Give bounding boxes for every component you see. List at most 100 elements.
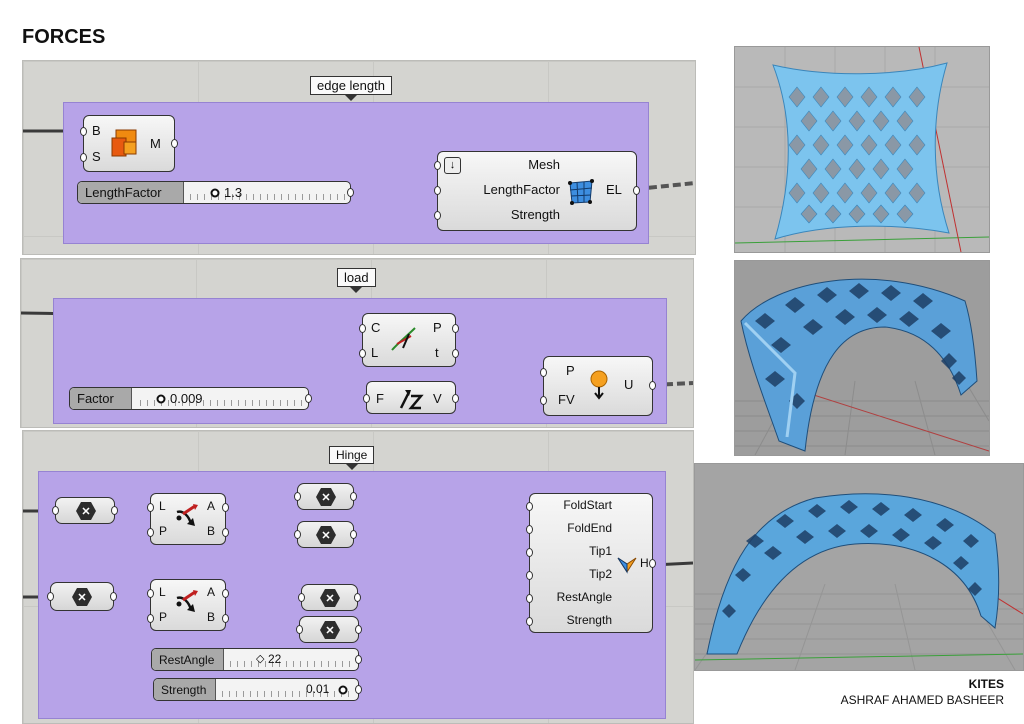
factor-slider[interactable]: Factor 0.009 <box>69 387 312 410</box>
unit-z-icon <box>399 390 424 410</box>
param-fold-start[interactable]: ✕ <box>294 483 357 510</box>
input-label-p: P <box>566 363 575 378</box>
shift-list-component-2[interactable]: L P A B <box>147 579 229 631</box>
output-port-m[interactable] <box>171 139 178 148</box>
input-label-strength: Strength <box>566 613 612 627</box>
group-label-hinge: Hinge <box>329 446 375 470</box>
canvas-hinge[interactable]: Hinge ✕ L P A B ✕ ✕ ✕ <box>22 430 694 724</box>
input-port[interactable] <box>47 592 54 601</box>
curve-point-icon <box>391 327 416 351</box>
output-port-a[interactable] <box>222 589 229 598</box>
output-label-a: A <box>207 499 216 513</box>
input-port[interactable] <box>298 593 305 602</box>
input-port[interactable] <box>294 492 301 501</box>
unit-z-component[interactable]: F V <box>363 381 459 414</box>
slider-grip-icon[interactable] <box>210 188 220 198</box>
param-geometry-1[interactable]: ✕ <box>52 497 118 524</box>
output-port-h[interactable] <box>649 559 656 568</box>
slider-track[interactable] <box>230 653 352 667</box>
input-label-l: L <box>371 345 379 360</box>
slider-value: 0.009 <box>170 391 203 406</box>
slider-track[interactable] <box>140 392 302 406</box>
rest-angle-slider[interactable]: RestAngle ◇ 22 <box>151 648 362 671</box>
input-port-fold-start[interactable] <box>526 502 533 511</box>
param-fold-end[interactable]: ✕ <box>294 521 357 548</box>
input-port-strength[interactable] <box>434 211 441 220</box>
param-tip-1[interactable]: ✕ <box>298 584 361 611</box>
input-port-b[interactable] <box>80 127 87 136</box>
input-port-l[interactable] <box>147 503 154 512</box>
output-port-a[interactable] <box>222 503 229 512</box>
output-port-b[interactable] <box>222 614 229 623</box>
author-name: ASHRAF AHAMED BASHEER <box>840 693 1004 707</box>
slider-label-strength: Strength <box>154 679 216 700</box>
group-label-load: load <box>337 268 376 293</box>
slider-track[interactable] <box>222 683 352 697</box>
slider-grip-icon[interactable] <box>156 394 166 404</box>
input-port-p[interactable] <box>147 614 154 623</box>
output-port-el[interactable] <box>633 186 640 195</box>
input-port-s[interactable] <box>80 153 87 162</box>
input-port[interactable] <box>296 625 303 634</box>
output-port[interactable] <box>355 625 362 634</box>
output-port-u[interactable] <box>649 381 656 390</box>
slider-output-port[interactable] <box>355 655 362 664</box>
diamond-grip-icon[interactable]: ◇ <box>256 653 265 665</box>
input-port-rest-angle[interactable] <box>526 594 533 603</box>
strength-slider[interactable]: Strength 0.01 <box>153 678 362 701</box>
canvas-load[interactable]: load C L P t Factor 0.009 F V <box>20 258 694 428</box>
input-port-mesh[interactable] <box>434 161 441 170</box>
input-label-mesh: Mesh <box>528 157 560 172</box>
input-port-l[interactable] <box>359 349 366 358</box>
input-label-strength: Strength <box>510 207 560 222</box>
output-port[interactable] <box>110 592 117 601</box>
slider-grip-icon[interactable] <box>338 685 348 695</box>
input-port-p[interactable] <box>540 368 547 377</box>
output-port-b[interactable] <box>222 528 229 537</box>
input-port-length-factor[interactable] <box>434 186 441 195</box>
output-port[interactable] <box>350 492 357 501</box>
input-port-strength[interactable] <box>526 617 533 626</box>
close-hex-icon: ✕ <box>316 488 336 506</box>
input-label-l: L <box>159 585 166 599</box>
curve-point-component[interactable]: C L P t <box>359 313 459 367</box>
load-goal-component[interactable]: P FV U <box>540 356 656 416</box>
input-port-p[interactable] <box>147 528 154 537</box>
mesh-component[interactable]: B S M <box>80 115 178 172</box>
output-port-t[interactable] <box>452 349 459 358</box>
input-port-tip1[interactable] <box>526 548 533 557</box>
input-port-f[interactable] <box>363 394 370 403</box>
input-port[interactable] <box>294 530 301 539</box>
input-port-fold-end[interactable] <box>526 525 533 534</box>
input-label-c: C <box>371 320 381 335</box>
output-port[interactable] <box>350 530 357 539</box>
output-port-p[interactable] <box>452 324 459 333</box>
output-port[interactable] <box>354 593 361 602</box>
length-goal-component[interactable]: ↓ Mesh LengthFactor Strength EL <box>434 151 640 231</box>
input-port-fv[interactable] <box>540 396 547 405</box>
output-label-a: A <box>207 585 216 599</box>
input-port-c[interactable] <box>359 324 366 333</box>
input-label-rest-angle: RestAngle <box>556 590 612 604</box>
close-hex-icon: ✕ <box>316 526 336 544</box>
output-label-m: M <box>150 136 161 151</box>
input-port-l[interactable] <box>147 589 154 598</box>
param-tip-2[interactable]: ✕ <box>296 616 362 643</box>
output-port[interactable] <box>111 506 118 515</box>
input-label-length-factor: LengthFactor <box>483 182 560 197</box>
length-factor-slider[interactable]: LengthFactor 1.3 <box>77 181 354 204</box>
expand-arrow-icon[interactable]: ↓ <box>444 157 461 174</box>
project-name: KITES <box>968 677 1004 691</box>
slider-output-port[interactable] <box>347 188 354 197</box>
slider-output-port[interactable] <box>305 394 312 403</box>
input-port-tip2[interactable] <box>526 571 533 580</box>
input-port[interactable] <box>52 506 59 515</box>
load-pin-icon <box>590 370 608 400</box>
param-geometry-2[interactable]: ✕ <box>47 582 117 611</box>
canvas-edge-length[interactable]: edge length B S M LengthFactor 1.3 ↓ Mes… <box>22 60 696 255</box>
slider-track[interactable] <box>190 186 345 200</box>
slider-output-port[interactable] <box>355 685 362 694</box>
shift-list-component-1[interactable]: L P A B <box>147 493 229 545</box>
output-port-v[interactable] <box>452 394 459 403</box>
hinge-goal-component[interactable]: FoldStart FoldEnd Tip1 Tip2 RestAngle St… <box>526 493 656 633</box>
